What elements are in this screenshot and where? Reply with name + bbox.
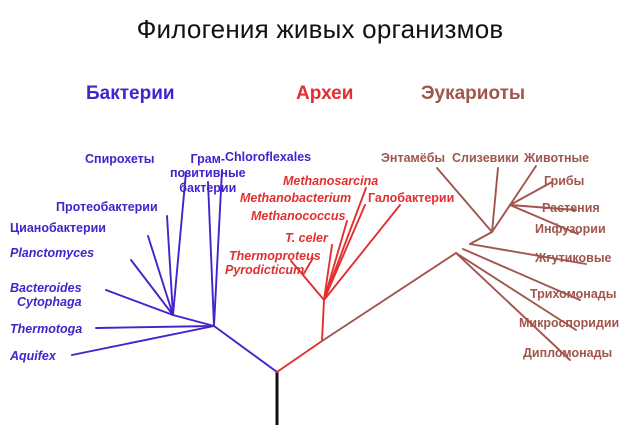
label-chloroflexales: Chloroflexales xyxy=(225,150,312,164)
label-slime-molds: Слизевики xyxy=(452,151,519,165)
label-entamoebae: Энтамёбы xyxy=(381,151,446,165)
label-plants: Растения xyxy=(542,201,600,215)
archaea-branches xyxy=(276,187,401,373)
label-aquifex: Aquifex xyxy=(10,349,56,363)
label-methanococcus: Methanococcus xyxy=(251,209,346,223)
domain-heading-bacteria: Бактерии xyxy=(86,83,175,104)
label-microsporidia: Микроспоридии xyxy=(519,316,620,330)
label-methanosarcina: Methanosarcina xyxy=(283,174,379,188)
label-methanobacterium: Methanobacterium xyxy=(240,191,352,205)
label-fungi: Грибы xyxy=(544,174,585,188)
label-planctomyces: Planctomyces xyxy=(10,246,95,260)
label-trichomonads: Трихомонады xyxy=(530,287,617,301)
label-thermotoga: Thermotoga xyxy=(10,322,83,336)
label-thermoproteus: Thermoproteus xyxy=(229,249,321,263)
label-gram-positive-line2: позитивные xyxy=(170,166,246,181)
label-proteobacteria: Протеобактерии xyxy=(56,200,158,214)
label-gram-positive-bacteria: Грам- позитивные бактерии xyxy=(170,152,246,195)
domain-heading-eukaryota: Эукариоты xyxy=(421,83,526,104)
label-ciliates: Инфузории xyxy=(535,222,606,236)
label-bacteroides: Bacteroides xyxy=(10,281,82,295)
label-diplomonads: Дипломонады xyxy=(523,346,613,360)
label-t-celer: T. celer xyxy=(285,231,328,245)
label-pyrodicticum: Pyrodicticum xyxy=(225,263,305,277)
label-gram-positive-line1: Грам- xyxy=(190,152,226,166)
label-halobacteria: Галобактерии xyxy=(368,191,455,205)
bacteria-branches xyxy=(71,169,278,373)
eukaryota-branches xyxy=(321,165,587,361)
domain-heading-archaea: Археи xyxy=(296,83,354,104)
label-gram-positive-line3: бактерии xyxy=(179,180,237,195)
label-cyanobacteria: Цианобактерии xyxy=(10,221,106,235)
label-cytophaga: Cytophaga xyxy=(17,295,82,309)
label-flagellates: Жгутиковые xyxy=(535,251,612,265)
page-title: Филогения живых организмов xyxy=(136,14,504,44)
label-animals: Животные xyxy=(524,151,590,165)
label-spirochetes: Спирохеты xyxy=(85,152,155,166)
